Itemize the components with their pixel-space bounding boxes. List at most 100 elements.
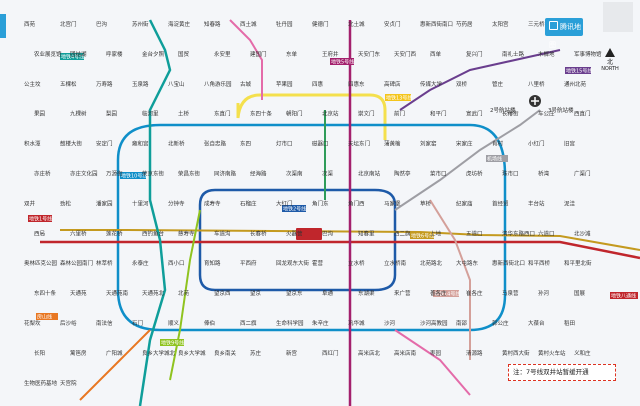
station-label[interactable]: 角门西	[348, 199, 365, 207]
line-tag-10[interactable]: 地铁10号线	[120, 172, 147, 180]
station-label[interactable]: 东四十条	[250, 110, 273, 118]
station-label[interactable]: 经海路	[250, 170, 267, 178]
station-label[interactable]: 西二旗	[240, 319, 257, 327]
station-label[interactable]: 玉泉路	[132, 80, 149, 88]
station-label[interactable]: 国贸	[178, 50, 190, 58]
station-label[interactable]: 次渠南	[286, 170, 303, 178]
station-label[interactable]: 立水桥	[348, 259, 365, 267]
station-label[interactable]: 知春路	[204, 20, 221, 28]
station-label[interactable]: 黄村火车站	[538, 349, 566, 357]
station-label[interactable]: 篱笆房	[70, 349, 87, 357]
station-label[interactable]: 万寿路	[96, 80, 113, 88]
station-label[interactable]: 北土城	[348, 20, 365, 28]
station-label[interactable]: 牡丹园	[276, 20, 293, 28]
station-label[interactable]: 西单	[430, 50, 442, 58]
station-label[interactable]: 郭公庄	[492, 319, 509, 327]
station-label[interactable]: 雍和宫	[132, 140, 149, 148]
station-label[interactable]: 泥洼	[564, 199, 576, 207]
station-label[interactable]: 次渠	[322, 170, 334, 178]
station-label[interactable]: 枣园	[430, 349, 442, 357]
station-label[interactable]: 金台夕照	[142, 50, 165, 58]
line-tag-2[interactable]: 地铁2号线	[282, 205, 306, 213]
station-label[interactable]: 管庄	[492, 80, 504, 88]
station-label[interactable]: 回龙观东大街	[276, 259, 310, 267]
station-label[interactable]: 生命科学园	[276, 319, 304, 327]
station-label[interactable]: 高碑店	[384, 80, 401, 88]
station-label[interactable]: 来广营	[394, 289, 411, 297]
station-label[interactable]: 霍营	[312, 259, 324, 267]
station-label[interactable]: 传媒大学	[420, 80, 443, 88]
station-label[interactable]: 陶然亭	[394, 170, 411, 178]
line-tag-fangshan[interactable]: 房山线	[36, 313, 58, 321]
line-tag-5[interactable]: 地铁5号线	[330, 58, 354, 66]
station-label[interactable]: 八宝山	[168, 80, 185, 88]
station-label[interactable]: 菜市口	[430, 170, 447, 178]
station-label[interactable]: 良乡大学城北	[142, 349, 176, 357]
station-label[interactable]: 磁器口	[312, 140, 329, 148]
station-label[interactable]: 荣昌东街	[178, 170, 201, 178]
station-label[interactable]: 临河里	[142, 110, 159, 118]
station-label[interactable]: 宣武门	[466, 110, 483, 118]
station-label[interactable]: 上地	[430, 229, 442, 237]
station-label[interactable]: 纪家庙	[456, 199, 473, 207]
station-label[interactable]: 东单	[286, 50, 298, 58]
station-label[interactable]: 北新桥	[168, 140, 185, 148]
station-label[interactable]: 莲花桥	[106, 229, 123, 237]
station-label[interactable]: 惠新西街南口	[420, 20, 453, 28]
station-label[interactable]: 万源街	[106, 170, 123, 178]
station-label[interactable]: 后沙峪	[60, 319, 77, 327]
station-label[interactable]: 张自忠路	[204, 140, 227, 148]
station-label[interactable]: 成寿寺	[204, 199, 221, 207]
station-label[interactable]: 古城	[240, 80, 252, 88]
station-label[interactable]: 良乡大学城	[178, 349, 206, 357]
station-label[interactable]: 土桥	[178, 110, 190, 118]
station-label[interactable]: 知春里	[358, 229, 375, 237]
station-label[interactable]: 亦庄桥	[34, 170, 51, 178]
station-label[interactable]: 八角游乐园	[204, 80, 232, 88]
line-tag-4[interactable]: 地铁4号线	[60, 53, 84, 61]
station-label[interactable]: 立水桥南	[384, 259, 407, 267]
station-label[interactable]: 首经贸	[492, 199, 509, 207]
station-label[interactable]: 崇文门	[358, 110, 375, 118]
station-label[interactable]: 亦庄文化园	[70, 170, 98, 178]
station-label[interactable]: 肖村	[492, 140, 504, 148]
station-label[interactable]: 天通苑北	[142, 289, 165, 297]
station-label[interactable]: 草桥	[420, 199, 432, 207]
station-label[interactable]: 石榴庄	[240, 199, 257, 207]
station-label[interactable]: 东直门	[214, 110, 231, 118]
station-label[interactable]: 高米店南	[394, 349, 417, 357]
station-label[interactable]: 国展	[574, 290, 586, 297]
station-label[interactable]: 和平里北街	[564, 259, 592, 267]
station-label[interactable]: 果园	[34, 111, 46, 118]
station-label[interactable]: 角门东	[312, 199, 329, 207]
station-label[interactable]: 通州北苑	[564, 80, 587, 88]
station-label[interactable]: 积水潭	[24, 140, 41, 148]
station-label[interactable]: 和平西桥	[528, 259, 551, 267]
station-label[interactable]: 清华东路西口	[502, 229, 535, 237]
station-label[interactable]: 南礼士路	[502, 50, 525, 58]
station-label[interactable]: 天安门西	[394, 50, 417, 58]
station-label[interactable]: 森林公园南门	[60, 259, 93, 267]
station-label[interactable]: 健德门	[312, 20, 329, 28]
station-label[interactable]: 十里河	[132, 199, 149, 207]
station-label[interactable]: 平西府	[240, 259, 257, 267]
station-label[interactable]: 大葆台	[528, 319, 545, 327]
station-label[interactable]: 北宫门	[60, 20, 77, 28]
line-tag-14[interactable]: 地铁14号线	[433, 290, 460, 298]
station-label[interactable]: 旧宫	[564, 140, 576, 148]
station-label[interactable]: 天通苑	[70, 289, 87, 297]
station-label[interactable]: 天通苑南	[106, 289, 129, 297]
station-label[interactable]: 广阳城	[106, 349, 123, 357]
station-label[interactable]: 西直门	[574, 110, 591, 118]
station-label[interactable]: 稻田	[564, 319, 575, 327]
station-label[interactable]: 东四	[240, 140, 251, 148]
station-label[interactable]: 呼家楼	[106, 50, 123, 58]
station-label[interactable]: 六道口	[538, 229, 555, 237]
station-label[interactable]: 劲松	[60, 199, 72, 207]
line-tag-9[interactable]: 地铁9号线	[160, 339, 184, 347]
station-label[interactable]: 石门	[132, 319, 143, 327]
station-label[interactable]: 小红门	[528, 140, 545, 148]
station-label[interactable]: 西小口	[168, 259, 185, 267]
station-label[interactable]: 四惠东	[348, 80, 365, 88]
